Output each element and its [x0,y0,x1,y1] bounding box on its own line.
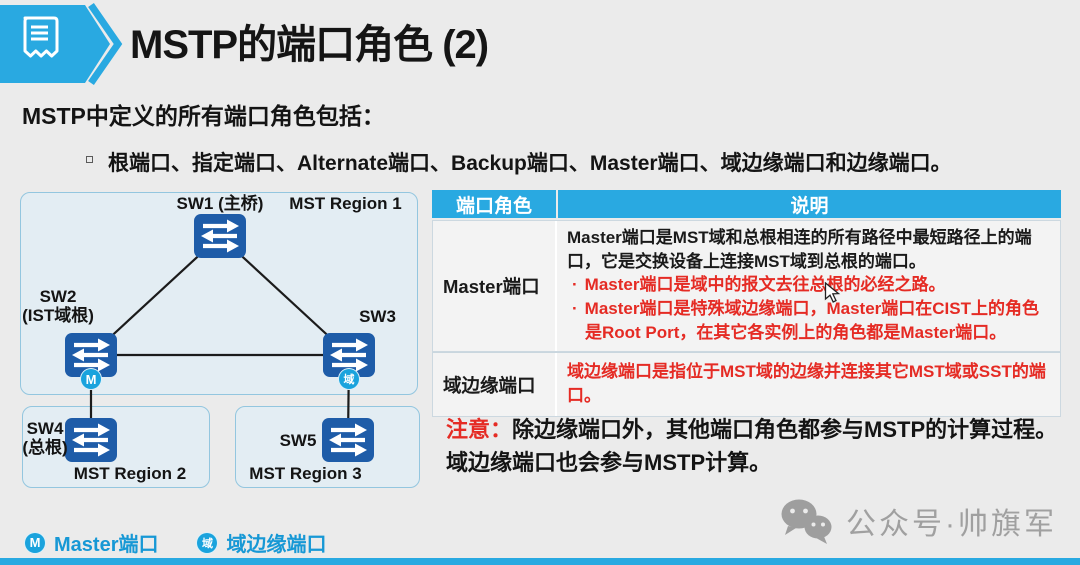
wechat-icon [781,499,832,544]
intro-text: MSTP中定义的所有端口角色包括： [22,103,385,129]
page-title: MSTP的端口角色 (2) [130,23,489,67]
master-port-badge: M [24,531,46,554]
watermark: 公众号·帅旗军 [778,496,1057,546]
sw2-role: (IST域根) [22,306,94,325]
sw4-role: (总根) [22,438,68,457]
description-cell: Master端口是MST域和总根相连的所有路径中最短路径上的端口，它是交换设备上… [557,221,1060,351]
master-port-description: Master端口是MST域和总根相连的所有路径中最短路径上的端口，它是交换设备上… [567,228,1032,271]
table-row: Master端口 Master端口是MST域和总根相连的所有路径中最短路径上的端… [432,220,1061,352]
region-edge-port-description: 域边缘端口是指位于MST域的边缘并连接其它MST域或SST的端口。 [567,362,1046,405]
switch-icon-sw5 [322,418,374,462]
col-header-port-role: 端口角色 [432,190,556,218]
master-port-badge: M [80,368,102,390]
port-roles-list: 根端口、指定端口、Alternate端口、Backup端口、Master端口、域… [108,152,952,175]
sw3-label: SW3 [359,307,396,326]
sw2-label: SW2 (IST域根) [20,287,96,325]
role-cell: 域边缘端口 [433,353,557,416]
mouse-cursor-icon [824,282,841,303]
bottom-accent-bar [0,558,1080,565]
master-port-point-1: Master端口是域中的报文去往总根的必经之路。 [567,273,1052,297]
note: 注意：除边缘端口外，其他端口角色都参与MSTP的计算过程。 域边缘端口也会参与M… [446,413,1080,479]
note-line1: 除边缘端口外，其他端口角色都参与MSTP的计算过程。 [512,417,1058,442]
master-port-point-2: Master端口是特殊域边缘端口，Master端口在CIST上的角色是Root … [567,297,1052,345]
port-role-table: 端口角色 说明 Master端口 Master端口是MST域和总根相连的所有路径… [432,190,1061,417]
legend: M Master端口 域 域边缘端口 [24,528,326,557]
region1-label: MST Region 1 [289,194,402,213]
legend-label: 域边缘端口 [226,534,327,556]
legend-item-region-edge-port: 域 域边缘端口 [196,528,326,557]
document-icon [23,16,59,58]
sw2-name: SW2 [39,287,77,306]
note-line2: 域边缘端口也会参与MSTP计算。 [446,450,772,475]
note-label: 注意： [446,417,513,442]
watermark-text: 公众号·帅旗军 [846,508,1057,541]
bullet-square-icon [86,156,93,163]
description-cell: 域边缘端口是指位于MST域的边缘并连接其它MST域或SST的端口。 [557,353,1060,416]
switch-icon-sw4 [65,418,117,462]
table-header-row: 端口角色 说明 [432,190,1061,218]
legend-label: Master端口 [54,534,159,556]
sw4-name: SW4 [26,419,64,438]
region2-label: MST Region 2 [73,464,187,483]
sw1-label: SW1 (主桥) [176,194,264,213]
role-cell: Master端口 [433,221,557,351]
region-edge-port-badge: 域 [338,368,360,390]
table-row: 域边缘端口 域边缘端口是指位于MST域的边缘并连接其它MST域或SST的端口。 [432,352,1061,417]
mstp-topology-diagram: M 域 SW1 (主桥) MST Region 1 SW2 (IST域根) SW… [20,190,420,490]
region-edge-port-badge: 域 [196,531,219,554]
legend-item-master-port: M Master端口 [24,528,158,557]
switch-icon-sw1 [194,214,246,258]
region3-label: MST Region 3 [249,464,362,483]
sw5-label: SW5 [279,431,317,450]
header-banner [0,3,123,85]
sw4-label: SW4 (总根) [22,419,68,457]
col-header-description: 说明 [558,190,1061,218]
